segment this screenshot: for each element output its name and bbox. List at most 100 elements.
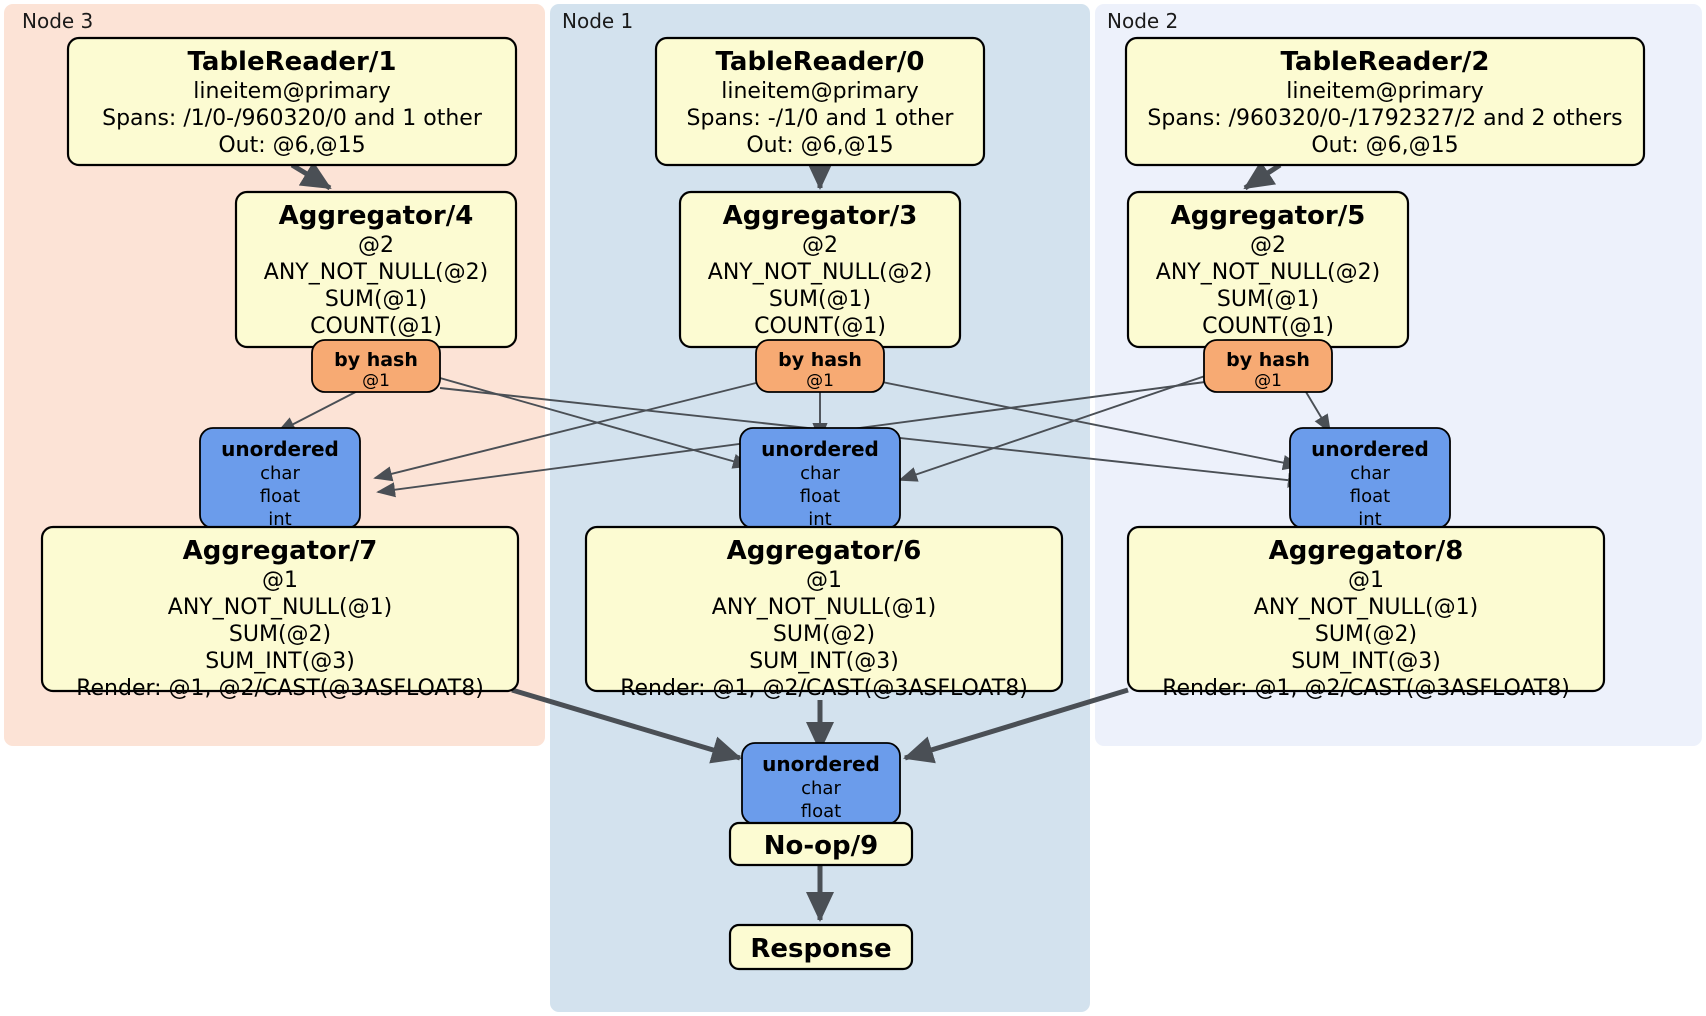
- aggregator-6-line-2: SUM(@2): [773, 622, 875, 647]
- aggregator-6-line-0: @1: [806, 568, 842, 593]
- receiver-unordered-7-line-2: int: [268, 509, 291, 530]
- processor-noop-9[interactable]: No-op/9: [728, 821, 914, 867]
- aggregator-6-box[interactable]: [584, 525, 1064, 693]
- tablereader-1-line-2: Out: @6,@15: [218, 133, 365, 158]
- aggregator-4-line-3: COUNT(@1): [310, 314, 442, 339]
- receiver-unordered-7-line-0: char: [260, 463, 300, 484]
- router-hash-4[interactable]: by hash @1: [311, 339, 441, 393]
- aggregator-3-line-3: COUNT(@1): [754, 314, 886, 339]
- aggregator-7-line-2: SUM(@2): [229, 622, 331, 647]
- processor-aggregator-8[interactable]: Aggregator/8 @1 ANY_NOT_NULL(@1) SUM(@2)…: [1126, 525, 1606, 701]
- receiver-unordered-8-line-1: float: [1350, 486, 1390, 507]
- processor-aggregator-4[interactable]: Aggregator/4 @2 ANY_NOT_NULL(@2) SUM(@1)…: [234, 190, 518, 349]
- aggregator-3-title: Aggregator/3: [723, 201, 918, 231]
- router-hash-5[interactable]: by hash @1: [1203, 339, 1333, 393]
- router-hash-5-box[interactable]: [1203, 339, 1333, 393]
- receiver-unordered-6-line-0: char: [800, 463, 840, 484]
- aggregator-8-box[interactable]: [1126, 525, 1606, 693]
- router-hash-3[interactable]: by hash @1: [755, 339, 885, 393]
- aggregator-3-line-2: SUM(@1): [769, 287, 871, 312]
- aggregator-6-line-4: Render: @1, @2/CAST(@3ASFLOAT8): [620, 676, 1028, 701]
- receiver-unordered-final-line-0: char: [801, 778, 841, 799]
- tablereader-1-line-0: lineitem@primary: [193, 79, 391, 104]
- processor-tablereader-2[interactable]: TableReader/2 lineitem@primary Spans: /9…: [1124, 36, 1646, 167]
- aggregator-8-line-0: @1: [1348, 568, 1384, 593]
- aggregator-8-line-4: Render: @1, @2/CAST(@3ASFLOAT8): [1162, 676, 1570, 701]
- noop-9-box[interactable]: [728, 821, 914, 867]
- tablereader-2-title: TableReader/2: [1281, 47, 1490, 77]
- receiver-unordered-6-title: unordered: [761, 437, 879, 461]
- tablereader-0-title: TableReader/0: [716, 47, 925, 77]
- aggregator-5-line-1: ANY_NOT_NULL(@2): [1156, 260, 1380, 285]
- router-hash-3-box[interactable]: [755, 339, 885, 393]
- panel-label-node1: Node 1: [562, 9, 633, 33]
- tablereader-2-line-1: Spans: /960320/0-/1792327/2 and 2 others: [1147, 106, 1622, 131]
- processor-tablereader-0[interactable]: TableReader/0 lineitem@primary Spans: -/…: [654, 36, 986, 167]
- aggregator-8-line-3: SUM_INT(@3): [1291, 649, 1441, 674]
- receiver-unordered-7[interactable]: unordered char float int: [199, 427, 361, 530]
- tablereader-2-line-0: lineitem@primary: [1286, 79, 1484, 104]
- receiver-unordered-8[interactable]: unordered char float int: [1289, 427, 1451, 530]
- tablereader-1-line-1: Spans: /1/0-/960320/0 and 1 other: [102, 106, 483, 131]
- receiver-unordered-8-line-0: char: [1350, 463, 1390, 484]
- processor-aggregator-7[interactable]: Aggregator/7 @1 ANY_NOT_NULL(@1) SUM(@2)…: [40, 525, 520, 701]
- receiver-unordered-8-title: unordered: [1311, 437, 1429, 461]
- tablereader-0-line-0: lineitem@primary: [721, 79, 919, 104]
- response-node[interactable]: Response: [728, 923, 914, 971]
- noop-9-title: No-op/9: [764, 831, 878, 861]
- aggregator-3-line-0: @2: [802, 233, 838, 258]
- tablereader-1-box[interactable]: [66, 36, 518, 167]
- aggregator-8-line-2: SUM(@2): [1315, 622, 1417, 647]
- aggregator-4-line-0: @2: [358, 233, 394, 258]
- processor-aggregator-5[interactable]: Aggregator/5 @2 ANY_NOT_NULL(@2) SUM(@1)…: [1126, 190, 1410, 349]
- aggregator-7-line-4: Render: @1, @2/CAST(@3ASFLOAT8): [76, 676, 484, 701]
- processor-aggregator-3[interactable]: Aggregator/3 @2 ANY_NOT_NULL(@2) SUM(@1)…: [678, 190, 962, 349]
- aggregator-6-title: Aggregator/6: [727, 536, 922, 566]
- aggregator-8-line-1: ANY_NOT_NULL(@1): [1254, 595, 1478, 620]
- edge-hash3-to-recv8: [881, 381, 1302, 471]
- aggregator-4-title: Aggregator/4: [279, 201, 474, 231]
- edge-hash5-to-recv6: [898, 375, 1206, 482]
- receiver-unordered-8-line-2: int: [1358, 509, 1381, 530]
- router-hash-3-title: by hash: [778, 349, 862, 371]
- edge-hash3-to-recv7: [373, 381, 761, 482]
- tablereader-2-line-2: Out: @6,@15: [1311, 133, 1458, 158]
- aggregator-3-line-1: ANY_NOT_NULL(@2): [708, 260, 932, 285]
- receiver-unordered-final[interactable]: unordered char float: [741, 742, 901, 825]
- aggregator-7-box[interactable]: [40, 525, 520, 693]
- receiver-unordered-7-title: unordered: [221, 437, 339, 461]
- aggregator-4-line-2: SUM(@1): [325, 287, 427, 312]
- router-hash-5-title: by hash: [1226, 349, 1310, 371]
- processor-aggregator-6[interactable]: Aggregator/6 @1 ANY_NOT_NULL(@1) SUM(@2)…: [584, 525, 1064, 701]
- receiver-unordered-6-line-1: float: [800, 486, 840, 507]
- tablereader-2-box[interactable]: [1124, 36, 1646, 167]
- aggregator-4-line-1: ANY_NOT_NULL(@2): [264, 260, 488, 285]
- edge-agg8-to-final-recv: [903, 687, 1129, 764]
- aggregator-6-line-1: ANY_NOT_NULL(@1): [712, 595, 936, 620]
- receiver-unordered-6[interactable]: unordered char float int: [739, 427, 901, 530]
- receiver-unordered-final-line-1: float: [801, 801, 841, 822]
- tablereader-1-title: TableReader/1: [188, 47, 397, 77]
- panel-label-node3: Node 3: [22, 9, 93, 33]
- aggregator-7-title: Aggregator/7: [183, 536, 378, 566]
- response-box[interactable]: [728, 923, 914, 971]
- processor-tablereader-1[interactable]: TableReader/1 lineitem@primary Spans: /1…: [66, 36, 518, 167]
- panel-label-node2: Node 2: [1107, 9, 1178, 33]
- aggregator-5-line-3: COUNT(@1): [1202, 314, 1334, 339]
- aggregator-5-line-0: @2: [1250, 233, 1286, 258]
- receiver-unordered-final-title: unordered: [762, 752, 880, 776]
- tablereader-0-box[interactable]: [654, 36, 986, 167]
- aggregator-8-title: Aggregator/8: [1269, 536, 1464, 566]
- router-hash-4-title: by hash: [334, 349, 418, 371]
- aggregator-7-line-1: ANY_NOT_NULL(@1): [168, 595, 392, 620]
- tablereader-0-line-2: Out: @6,@15: [746, 133, 893, 158]
- aggregator-6-line-3: SUM_INT(@3): [749, 649, 899, 674]
- aggregator-7-line-0: @1: [262, 568, 298, 593]
- router-hash-4-box[interactable]: [311, 339, 441, 393]
- router-hash-4-line-0: @1: [362, 371, 390, 391]
- router-hash-3-line-0: @1: [806, 371, 834, 391]
- edge-agg7-to-final-recv: [511, 687, 742, 764]
- receiver-unordered-7-line-1: float: [260, 486, 300, 507]
